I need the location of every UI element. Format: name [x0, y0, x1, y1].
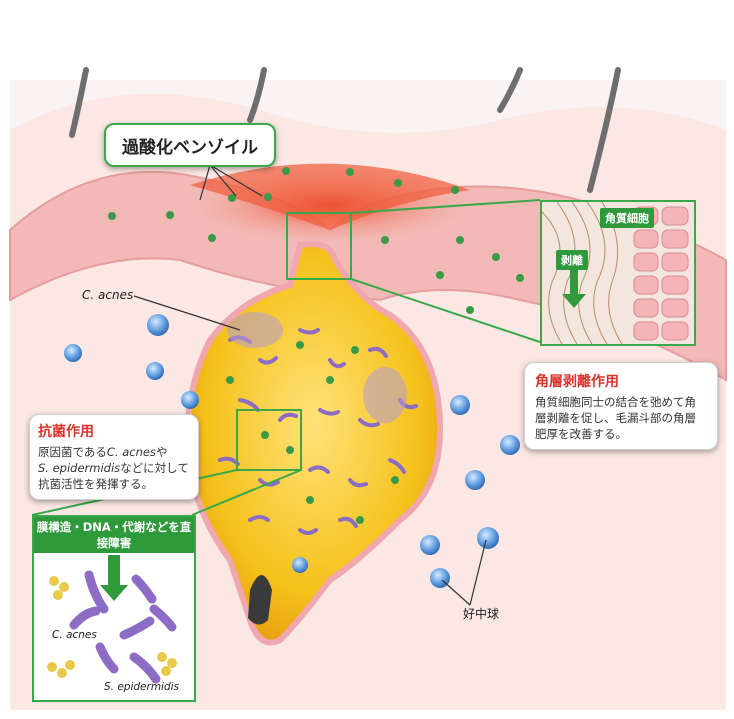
corneocyte-drawing — [542, 202, 689, 344]
inset-s-epidermidis-label: S. epidermidis — [104, 681, 180, 693]
exfoliation-title: 角層剥離作用 — [535, 374, 619, 390]
species-c-acnes: C. acnes — [106, 445, 156, 459]
neutrophils — [64, 314, 520, 588]
antibacterial-title: 抗菌作用 — [38, 424, 94, 440]
bacteria-drawing — [47, 555, 177, 684]
stratum-corneum-inset: 角質細胞 剥離 — [540, 200, 696, 346]
c-acnes-label: C. acnes — [82, 288, 134, 302]
peel-tag: 剥離 — [556, 250, 588, 270]
comedo-plug — [248, 575, 272, 625]
follicle-bacteria — [218, 328, 418, 535]
leader-lines — [133, 164, 487, 606]
bacteria-inset: 膜構造・DNA・代謝などを直接障害 C. acnes S. epidermidi… — [32, 515, 196, 702]
bacteria-clusters — [227, 312, 407, 423]
species-s-epidermidis: S. epidermidis — [38, 461, 121, 475]
exfoliation-description: 角質細胞同士の結合を弛めて角層剥離を促し、毛漏斗部の角層肥厚を改善する。 — [535, 395, 696, 441]
inset-c-acnes-label: C. acnes — [52, 629, 97, 641]
sky-background — [10, 80, 726, 133]
bpo-molecules — [108, 167, 524, 524]
corneocyte-tag: 角質細胞 — [600, 208, 654, 228]
exfoliation-callout: 角層剥離作用 角質細胞同士の結合を弛めて角層剥離を促し、毛漏斗部の角層肥厚を改善… — [524, 362, 718, 450]
bpo-title-label: 過酸化ベンゾイル — [104, 123, 276, 167]
hair-shafts — [69, 67, 621, 193]
neutrophil-label: 好中球 — [463, 607, 500, 621]
bacteria-inset-banner: 膜構造・DNA・代謝などを直接障害 — [34, 517, 194, 553]
